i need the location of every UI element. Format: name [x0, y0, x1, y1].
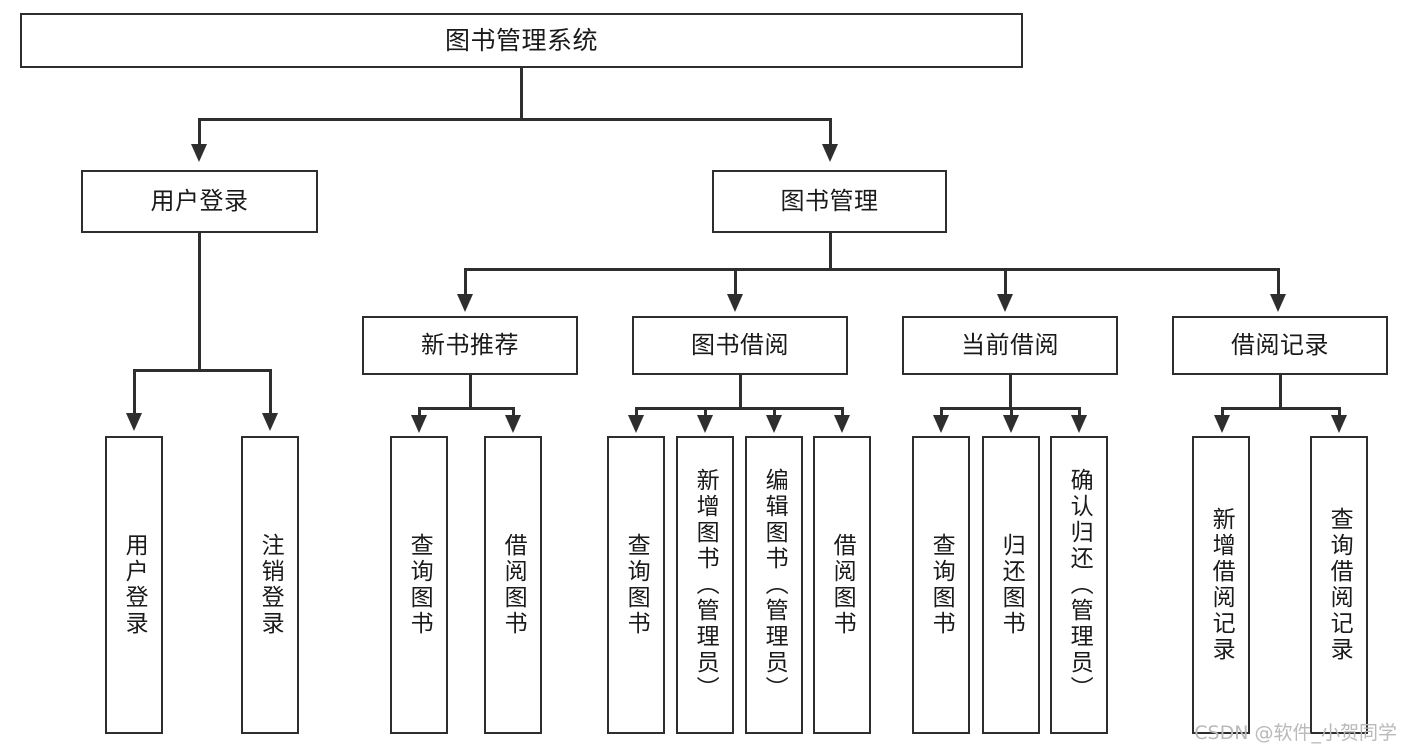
node-label: 新书推荐	[421, 331, 519, 360]
connector-to-book-borrow	[734, 268, 737, 296]
node-user-login[interactable]: 用户登录	[81, 170, 318, 233]
arrow-br-to-query-record	[1331, 415, 1347, 433]
connector-nbr-to-query-book	[418, 407, 421, 417]
node-leaf-user-login[interactable]: 用户登录	[105, 436, 163, 734]
node-leaf-cb-query-book[interactable]: 查询图书	[912, 436, 970, 734]
arrow-nbr-to-borrow-book	[505, 415, 521, 433]
connector-user-login-to-logout	[269, 369, 272, 415]
connector-book-management-bus	[464, 268, 1280, 271]
node-label: 注销登录	[257, 533, 284, 637]
connector-current-borrow-stem	[1009, 375, 1012, 410]
arrow-nbr-to-query-book	[411, 415, 427, 433]
node-label: 当前借阅	[961, 331, 1059, 360]
node-leaf-nbr-query-book[interactable]: 查询图书	[390, 436, 448, 734]
node-label: 查询借阅记录	[1326, 507, 1353, 663]
connector-book-borrow-stem	[739, 375, 742, 410]
watermark: CSDN @软件_小贺同学	[1194, 722, 1397, 744]
arrow-bb-to-query-book	[628, 415, 644, 433]
node-book-management-system[interactable]: 图书管理系统	[20, 13, 1023, 68]
connector-new-book-recommend-stem	[469, 375, 472, 410]
connector-br-to-query-record	[1338, 407, 1341, 417]
node-label: 新增图书（管理员）	[692, 468, 719, 702]
arrow-br-to-add-record	[1214, 415, 1230, 433]
node-book-borrow[interactable]: 图书借阅	[632, 316, 848, 375]
node-leaf-cb-return-book[interactable]: 归还图书	[982, 436, 1040, 734]
connector-to-current-borrow	[1004, 268, 1007, 296]
node-label: 图书管理系统	[444, 25, 598, 55]
node-leaf-bb-add-book[interactable]: 新增图书（管理员）	[676, 436, 734, 734]
connector-borrow-record-bus	[1221, 407, 1339, 410]
node-leaf-br-add-record[interactable]: 新增借阅记录	[1192, 436, 1250, 734]
arrow-cb-to-query-book	[933, 415, 949, 433]
node-current-borrow[interactable]: 当前借阅	[902, 316, 1118, 375]
node-label: 归还图书	[998, 533, 1025, 637]
connector-root-to-book-management	[829, 118, 832, 146]
node-label: 查询图书	[928, 533, 955, 637]
connector-new-book-recommend-bus	[418, 407, 514, 410]
arrow-cb-to-confirm-return	[1071, 415, 1087, 433]
node-leaf-logout[interactable]: 注销登录	[241, 436, 299, 734]
node-book-management[interactable]: 图书管理	[712, 170, 947, 233]
connector-cb-to-query-book	[940, 407, 943, 417]
node-label: 新增借阅记录	[1208, 507, 1235, 663]
arrow-bb-to-borrow-book	[834, 415, 850, 433]
node-label: 图书借阅	[691, 331, 789, 360]
node-new-book-recommend[interactable]: 新书推荐	[362, 316, 578, 375]
node-leaf-nbr-borrow-book[interactable]: 借阅图书	[484, 436, 542, 734]
arrow-user-login-to-logout	[262, 413, 278, 431]
node-label: 查询图书	[623, 533, 650, 637]
node-leaf-br-query-record[interactable]: 查询借阅记录	[1310, 436, 1368, 734]
arrow-root-to-user-login	[191, 144, 207, 162]
node-label: 用户登录	[150, 187, 249, 216]
connector-cb-to-return-book	[1010, 407, 1013, 417]
arrow-user-login-to-login	[126, 413, 142, 431]
node-leaf-bb-query-book[interactable]: 查询图书	[607, 436, 665, 734]
arrow-to-current-borrow	[997, 294, 1013, 312]
connector-book-management-stem	[829, 233, 832, 270]
connector-book-borrow-bus	[635, 407, 843, 410]
connector-to-borrow-record	[1277, 268, 1280, 296]
connector-current-borrow-bus	[940, 407, 1079, 410]
arrow-to-borrow-record	[1270, 294, 1286, 312]
node-leaf-bb-borrow-book[interactable]: 借阅图书	[813, 436, 871, 734]
connector-borrow-record-stem	[1279, 375, 1282, 410]
node-label: 图书管理	[780, 187, 879, 216]
node-label: 编辑图书（管理员）	[761, 468, 788, 702]
connector-cb-to-confirm-return	[1078, 407, 1081, 417]
connector-bb-to-query-book	[635, 407, 638, 417]
node-label: 借阅图书	[500, 533, 527, 637]
connector-root-stem	[520, 68, 523, 120]
node-label: 确认归还（管理员）	[1066, 468, 1093, 702]
connector-bb-to-edit-book	[773, 407, 776, 417]
node-label: 借阅记录	[1231, 331, 1329, 360]
arrow-bb-to-edit-book	[766, 415, 782, 433]
connector-user-login-bus	[133, 369, 271, 372]
connector-bb-to-borrow-book	[841, 407, 844, 417]
arrow-cb-to-return-book	[1003, 415, 1019, 433]
node-label: 用户登录	[121, 533, 148, 637]
connector-root-bus	[198, 118, 832, 121]
connector-br-to-add-record	[1221, 407, 1224, 417]
connector-user-login-stem	[198, 233, 201, 372]
connector-to-new-book-recommend	[464, 268, 467, 296]
node-label: 查询图书	[406, 533, 433, 637]
arrow-to-book-borrow	[727, 294, 743, 312]
connector-root-to-user-login	[198, 118, 201, 146]
node-leaf-bb-edit-book[interactable]: 编辑图书（管理员）	[745, 436, 803, 734]
arrow-to-new-book-recommend	[457, 294, 473, 312]
arrow-bb-to-add-book	[697, 415, 713, 433]
connector-user-login-to-login	[133, 369, 136, 415]
node-borrow-record[interactable]: 借阅记录	[1172, 316, 1388, 375]
connector-bb-to-add-book	[704, 407, 707, 417]
node-label: 借阅图书	[829, 533, 856, 637]
connector-nbr-to-borrow-book	[512, 407, 515, 417]
node-leaf-cb-confirm-return[interactable]: 确认归还（管理员）	[1050, 436, 1108, 734]
arrow-root-to-book-management	[822, 144, 838, 162]
